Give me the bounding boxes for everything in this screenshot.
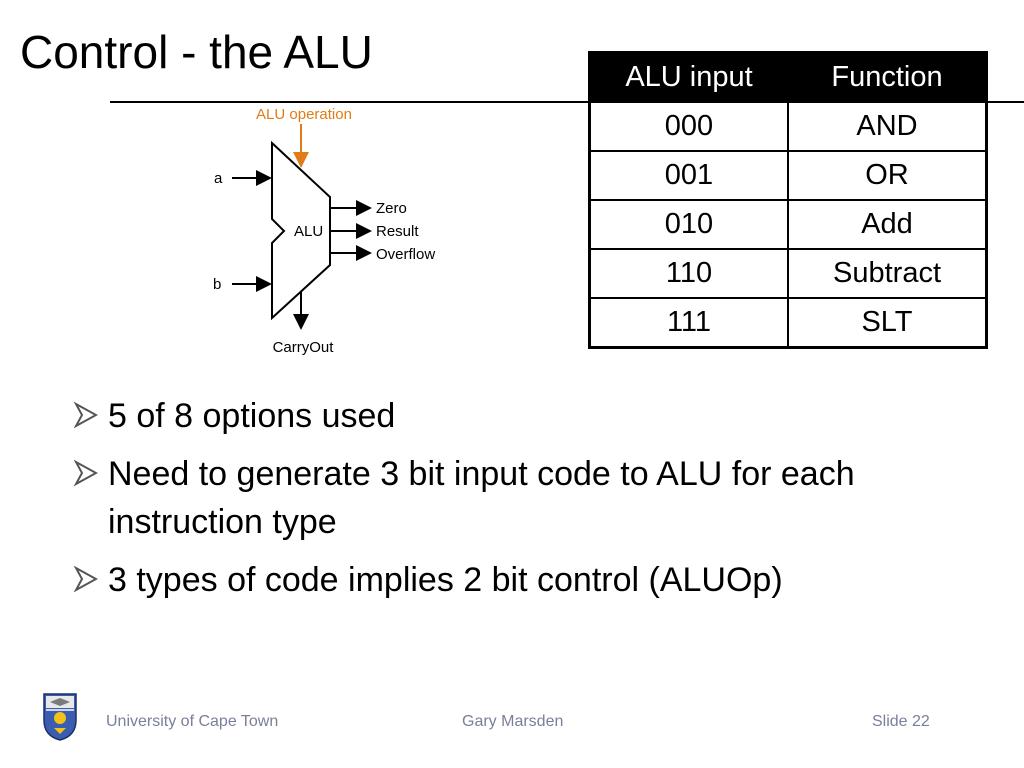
- footer-slide-number: Slide 22: [872, 713, 930, 730]
- table-cell-input: 111: [588, 297, 789, 349]
- bullet-list: 5 of 8 options used Need to generate 3 b…: [70, 392, 1000, 614]
- output-zero-label: Zero: [376, 200, 407, 217]
- alu-operation-label: ALU operation: [256, 106, 352, 123]
- table-row: 000 AND: [588, 101, 988, 152]
- table-cell-function: SLT: [787, 297, 988, 349]
- bullet-arrow-icon: [74, 460, 98, 486]
- bullet-text: 5 of 8 options used: [108, 397, 396, 435]
- table-header-cell: Function: [787, 51, 988, 103]
- alu-label: ALU: [294, 223, 323, 240]
- table-cell-function: Subtract: [787, 248, 988, 299]
- output-result-label: Result: [376, 223, 419, 240]
- input-b-label: b: [213, 276, 221, 293]
- table-header-cell: ALU input: [588, 51, 789, 103]
- input-a-label: a: [214, 170, 223, 187]
- bullet-text: Need to generate 3 bit input code to ALU…: [108, 455, 855, 541]
- table-cell-input: 001: [588, 150, 789, 201]
- footer-author: Gary Marsden: [462, 713, 564, 730]
- table-cell-function: Add: [787, 199, 988, 250]
- bullet-text: 3 types of code implies 2 bit control (A…: [108, 561, 783, 599]
- table-cell-input: 010: [588, 199, 789, 250]
- table-cell-function: OR: [787, 150, 988, 201]
- title-divider: [110, 101, 1024, 103]
- bullet-item: 5 of 8 options used: [70, 392, 1000, 440]
- bullet-arrow-icon: [74, 402, 98, 428]
- table-row: 001 OR: [588, 150, 988, 201]
- carryout-label: CarryOut: [273, 339, 335, 356]
- bullet-item: Need to generate 3 bit input code to ALU…: [70, 450, 1000, 546]
- footer-institution: University of Cape Town: [106, 713, 279, 730]
- table-row: 110 Subtract: [588, 248, 988, 299]
- output-overflow-label: Overflow: [376, 246, 435, 263]
- table-row: 111 SLT: [588, 297, 988, 349]
- table-row: 010 Add: [588, 199, 988, 250]
- table-cell-input: 110: [588, 248, 789, 299]
- bullet-arrow-icon: [74, 566, 98, 592]
- bullet-item: 3 types of code implies 2 bit control (A…: [70, 556, 1000, 604]
- table-cell-function: AND: [787, 101, 988, 152]
- table-cell-input: 000: [588, 101, 789, 152]
- alu-function-table: ALU input Function 000 AND 001 OR 010 Ad…: [588, 51, 988, 349]
- university-crest-logo: [43, 693, 77, 741]
- alu-diagram: ALU operation a b ALU Zero Result Overfl…: [213, 106, 435, 356]
- table-header-row: ALU input Function: [588, 51, 988, 103]
- slide-title: Control - the ALU: [20, 26, 373, 78]
